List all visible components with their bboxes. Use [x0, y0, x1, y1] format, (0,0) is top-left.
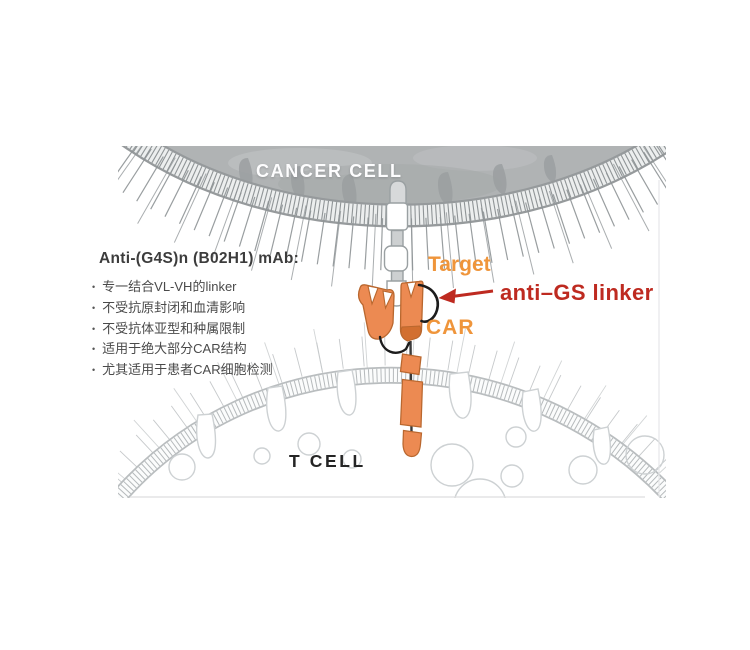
- t-cell-pseudopods: [196, 369, 612, 465]
- car-transmembrane-segments: [399, 353, 424, 458]
- linker-arrow-icon: [438, 288, 494, 304]
- antibody-feature-list: 专一结合VL-VH的linker 不受抗原封闭和血清影响 不受抗体亚型和种属限制…: [92, 277, 299, 381]
- feature-item: 专一结合VL-VH的linker: [92, 277, 299, 298]
- antibody-info-panel: Anti-(G4S)n (B02H1) mAb: 专一结合VL-VH的linke…: [92, 250, 299, 381]
- feature-item: 适用于绝大部分CAR结构: [92, 339, 299, 360]
- t-cell-vesicles: [168, 426, 665, 498]
- feature-item: 不受抗原封闭和血清影响: [92, 298, 299, 319]
- car-label: CAR: [426, 316, 475, 339]
- gs-linker-loop: [378, 283, 440, 354]
- anti-gs-linker-annotation: anti–GS linker: [500, 280, 654, 305]
- car-receptor-shape: [357, 280, 440, 458]
- feature-item: 不受抗体亚型和种属限制: [92, 319, 299, 340]
- antibody-heading: Anti-(G4S)n (B02H1) mAb:: [99, 250, 300, 267]
- cancer-cell-label: CANCER CELL: [256, 161, 403, 181]
- car-scfv-claw: [357, 280, 424, 342]
- t-cell-shape: [118, 180, 666, 498]
- target-label: Target: [428, 253, 491, 276]
- feature-item: 尤其适用于患者CAR细胞检测: [92, 360, 299, 381]
- t-cell-label: T CELL: [289, 451, 366, 471]
